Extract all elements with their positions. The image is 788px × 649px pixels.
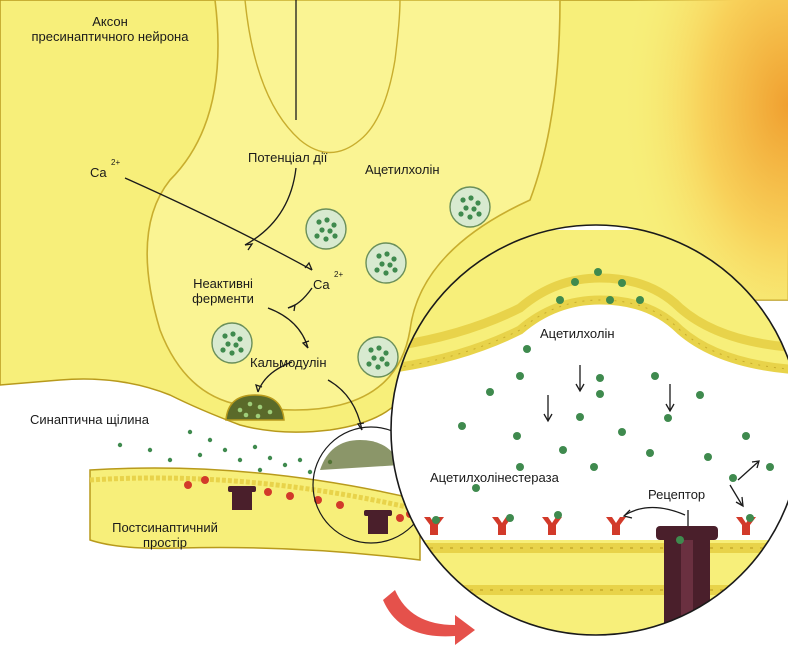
calmodulin-label: Кальмодулін [250, 355, 327, 370]
action-potential-label: Потенціал дії [248, 150, 327, 165]
vesicle [358, 337, 398, 377]
axon-label: Аксон пресинаптичного нейрона [10, 14, 210, 44]
postsynaptic-space-label: Постсинаптичний простір [100, 520, 230, 550]
ca-label-left-sup: 2+ [111, 158, 120, 167]
inactive-enzymes-label: Неактивні ферменти [185, 276, 261, 306]
vesicle [212, 323, 252, 363]
receptor-channel-small [228, 486, 256, 510]
receptor-channel-small-2 [364, 510, 392, 534]
acetylcholine-label-top: Ацетилхолін [365, 162, 440, 177]
ca-label-right-sup: 2+ [334, 270, 343, 279]
ca-label-left: Ca [90, 165, 107, 180]
acetylcholine-label-zoom: Ацетилхолін [540, 326, 615, 341]
zoom-arrow-icon [383, 590, 475, 645]
synaptic-cleft [0, 427, 330, 470]
vesicle [306, 209, 346, 249]
synaptic-cleft-label: Синаптична щілина [30, 412, 149, 427]
ca-label-right: Ca [313, 277, 330, 292]
vesicle [450, 187, 490, 227]
vesicle [366, 243, 406, 283]
acetylcholinesterase-label: Ацетилхолінестераза [430, 470, 559, 485]
receptor-label: Рецептор [648, 487, 705, 502]
